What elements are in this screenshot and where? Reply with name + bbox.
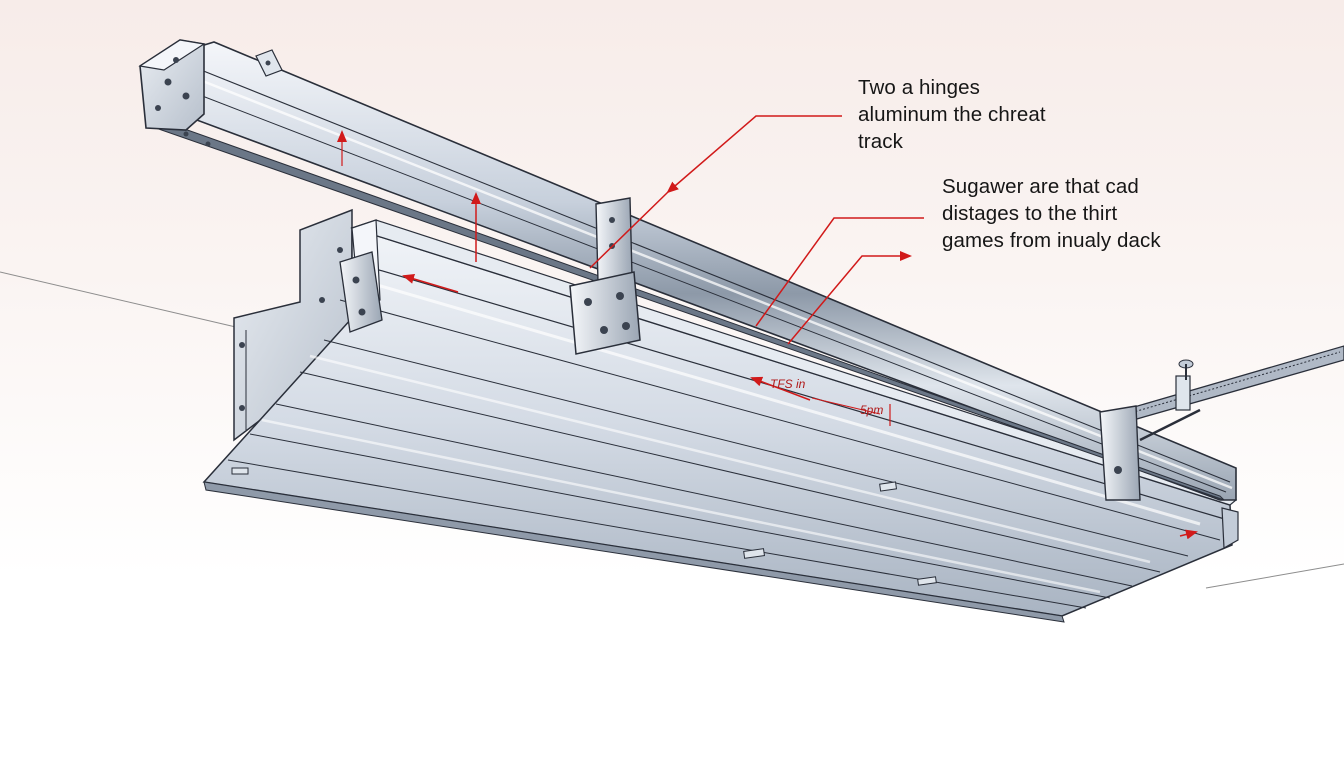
callout-2-line-1: Sugawer are that cad [942,175,1139,198]
dimension-line-mid [811,397,881,415]
callout-2-leader-b [787,251,912,345]
annotation-arrows [337,115,1198,540]
ceiling-line-right [1205,563,1344,589]
horizontal-arrow-panel [402,274,459,293]
aluminum-track-rail [147,41,1237,501]
panel-end-bracket [339,251,383,333]
callout-1-line-2: aluminum the chreat [858,103,1046,126]
callout-1-leader [666,115,842,194]
callout-1-line-3: track [858,130,903,153]
callout-2-leader-a [755,217,924,327]
dimension-label-2: 5pm [860,403,883,417]
rail-top-tab [255,49,283,77]
support-arm [1099,345,1344,501]
callout-1-line-1: Two a hinges [858,76,980,99]
callout-2-line-2: distages to the thirt [942,202,1118,225]
end-arrow-right [1179,529,1198,540]
callout-hinges-track: Two a hinges aluminum the chreat track [858,74,1046,155]
rail-end-block [138,39,211,147]
center-hinge-bracket [569,197,641,355]
callout-2-line-3: games from inualy dack [942,229,1161,252]
ceiling-line-left [0,271,241,329]
callout-distances: Sugawer are that cad distages to the thi… [942,173,1161,254]
callout-1-leader-extension [589,191,669,269]
dimension-arrow-mid [750,376,811,401]
dimension-label-1: TFS in [770,377,806,391]
